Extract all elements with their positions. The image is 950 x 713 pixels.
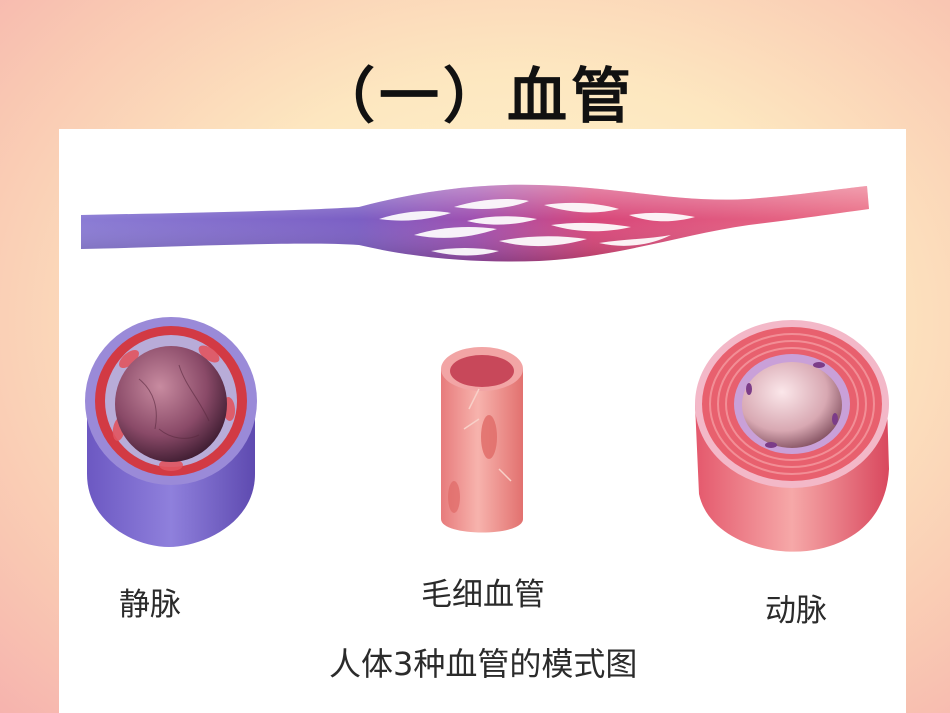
artery-illustration <box>695 320 889 552</box>
figure-caption: 人体3种血管的模式图 <box>329 645 638 683</box>
vein-label: 静脉 <box>119 587 181 623</box>
vein-illustration <box>85 317 257 547</box>
vessel-network <box>81 184 869 262</box>
slide-title: （一）血管 <box>315 62 635 132</box>
artery-label: 动脉 <box>765 593 827 629</box>
capillary-label: 毛细血管 <box>421 577 545 613</box>
capillary-illustration <box>441 347 523 533</box>
blood-vessel-illustration <box>81 184 889 552</box>
figure-panel: 静脉 毛细血管 动脉 人体3种血管的模式图 <box>59 129 906 713</box>
